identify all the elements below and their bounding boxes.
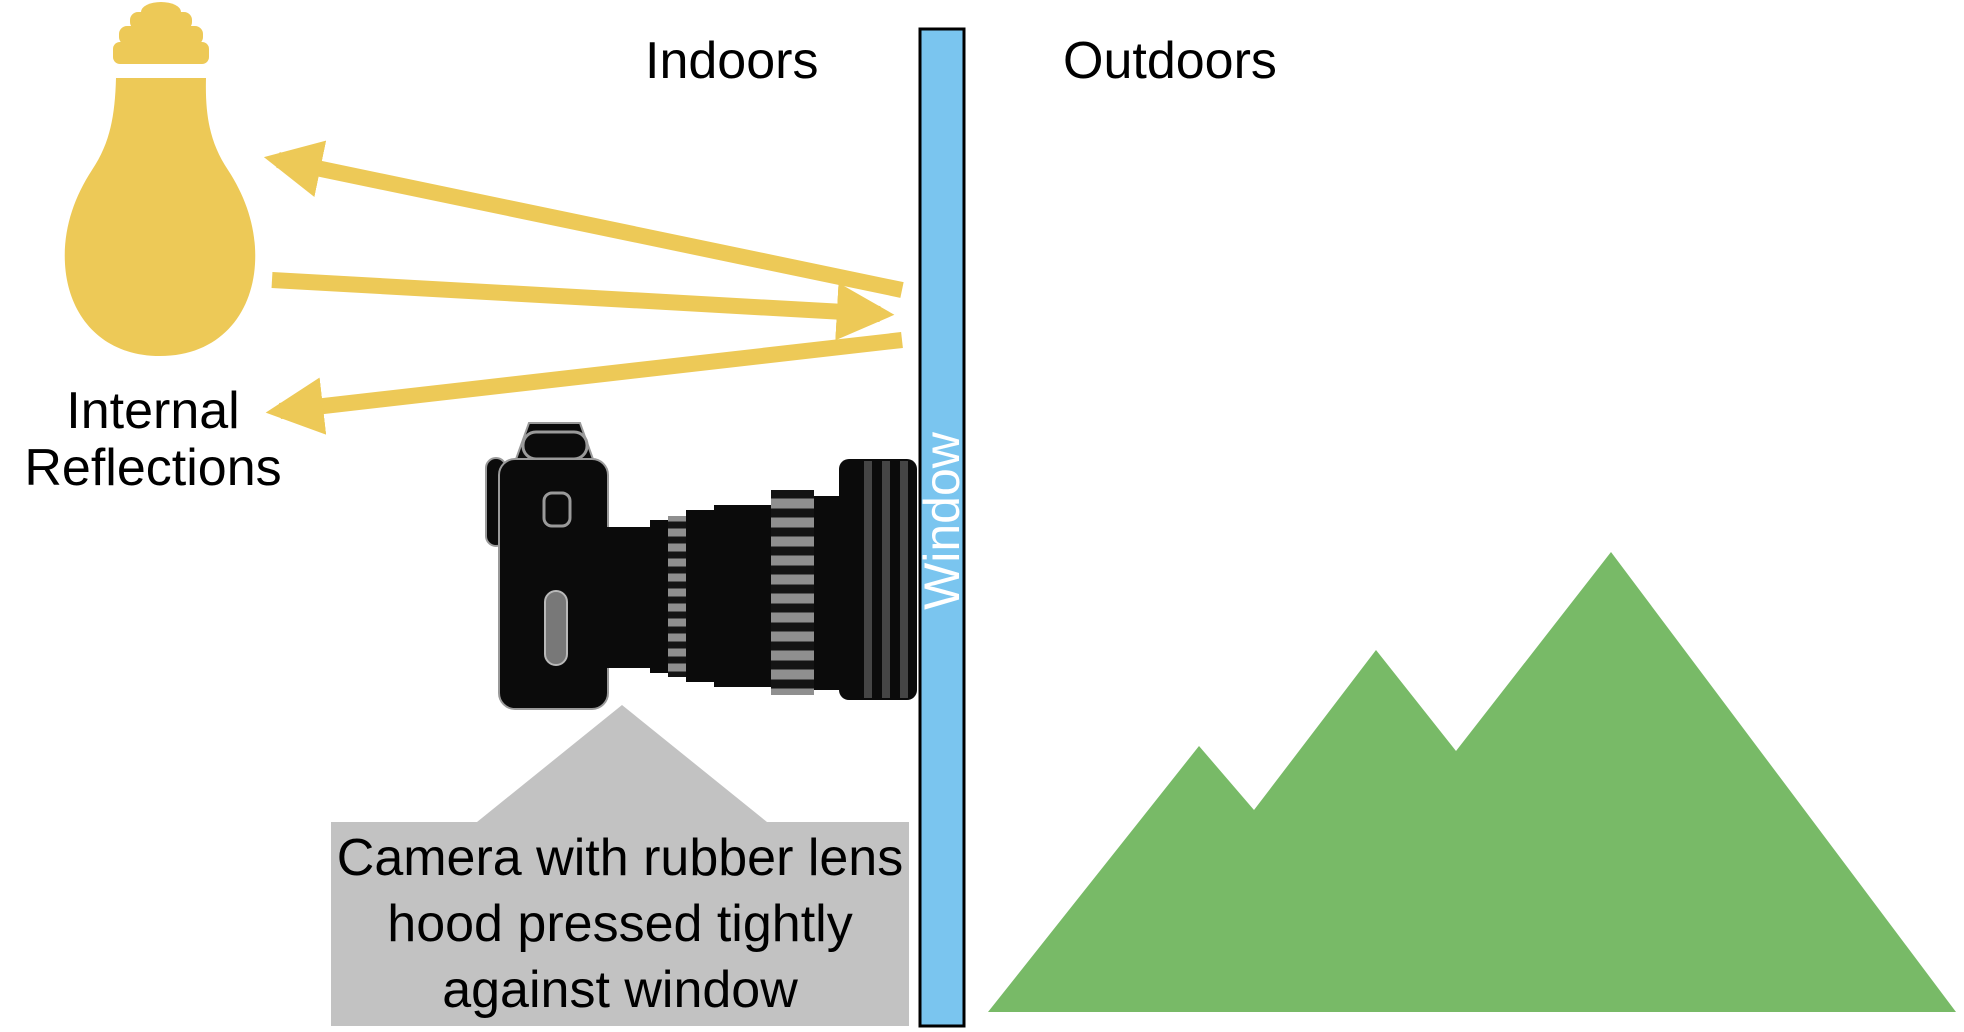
indoors-label: Indoors — [645, 32, 819, 90]
reflection-ray-to-label — [265, 332, 903, 435]
camera-back-button — [542, 491, 572, 528]
callout-bubble — [331, 705, 909, 1026]
bulb-cap-thread — [130, 12, 192, 30]
callout-label: Camera with rubber lens hood pressed tig… — [336, 829, 904, 1019]
lens-hood-ridge — [882, 461, 890, 698]
reflection-ray-to-window — [271, 272, 895, 341]
lens-segment — [606, 527, 651, 668]
mountains-icon — [988, 552, 1956, 1012]
bulb-cap-thread — [113, 42, 209, 64]
lens-segment — [650, 520, 669, 673]
lens-segment — [714, 505, 771, 687]
outdoors-label: Outdoors — [1063, 32, 1277, 90]
lens-zoom-ring — [771, 490, 814, 695]
reflection-ray-to-bulb — [263, 140, 904, 298]
camera-grip-pad — [544, 590, 568, 666]
lens-focus-ring — [668, 516, 686, 677]
dslr-camera-icon — [485, 422, 917, 710]
lens-hood-ridge — [864, 461, 872, 698]
lens-segment — [686, 510, 714, 682]
lens-segment — [814, 496, 839, 690]
light-bulb-icon — [64, 2, 256, 356]
reflection-arrow-icon — [263, 140, 904, 435]
window-label: Window — [914, 432, 970, 610]
bulb-glass — [64, 78, 256, 356]
window-pane — [918, 27, 966, 1028]
internal-reflections-label: Internal Reflections — [24, 382, 282, 497]
rubber-lens-hood — [839, 459, 917, 700]
camera-eyepiece — [521, 430, 589, 461]
bulb-cap-thread — [119, 26, 203, 45]
lens-hood-ridge — [900, 461, 908, 698]
